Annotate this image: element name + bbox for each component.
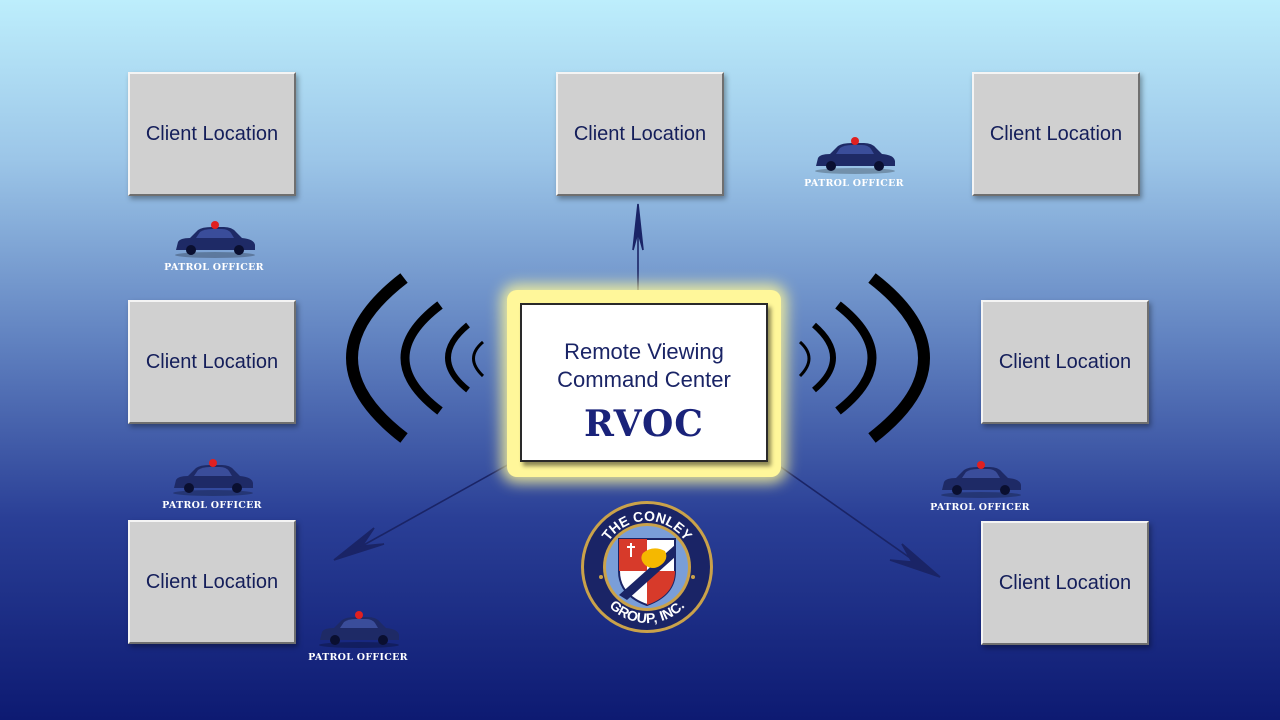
conley-group-seal: THE CONLEY GROUP, INC. (581, 501, 713, 633)
arrow-down-right (767, 457, 931, 573)
client-location-bottom-left: Client Location (128, 520, 296, 644)
client-location-label: Client Location (145, 350, 279, 373)
patrol-officer-upper-left: PATROL OFFICER (164, 220, 264, 276)
client-location-middle-left: Client Location (128, 300, 296, 424)
wave-right-tiny (798, 340, 811, 378)
patrol-officer-label: PATROL OFFICER (804, 178, 904, 189)
police-car-icon (175, 221, 255, 258)
police-car-icon (173, 459, 253, 496)
police-car-icon (941, 461, 1021, 498)
patrol-officer-bottom: PATROL OFFICER (308, 610, 408, 666)
police-car-icon (319, 611, 399, 648)
wave-right-outer (868, 273, 930, 443)
client-location-bottom-right: Client Location (981, 521, 1149, 645)
client-location-label: Client Location (998, 571, 1132, 594)
patrol-officer-label: PATROL OFFICER (164, 262, 264, 273)
patrol-officer-lower-right: PATROL OFFICER (930, 460, 1030, 516)
wave-left-tiny (472, 340, 485, 378)
client-location-middle-right: Client Location (981, 300, 1149, 424)
client-location-label: Client Location (145, 122, 279, 145)
wave-right-middle (835, 301, 877, 415)
wave-right-inner (811, 322, 836, 393)
police-car-icon (815, 137, 895, 174)
client-location-top-center: Client Location (556, 72, 724, 196)
client-location-top-left: Client Location (128, 72, 296, 196)
patrol-officer-label: PATROL OFFICER (930, 502, 1030, 513)
client-location-label: Client Location (998, 350, 1132, 373)
arrow-down-left (343, 457, 521, 557)
wave-left-middle (400, 301, 443, 415)
patrol-officer-top-right: PATROL OFFICER (804, 136, 904, 192)
command-center-abbr: RVOC (584, 403, 704, 445)
client-location-label: Client Location (989, 122, 1123, 145)
client-location-top-right: Client Location (972, 72, 1140, 196)
wave-left-outer (346, 273, 408, 443)
client-location-label: Client Location (145, 570, 279, 593)
arrow-up-head (632, 203, 644, 251)
client-location-label: Client Location (573, 122, 707, 145)
arrow-down-left-head (333, 527, 385, 561)
wave-left-inner (445, 322, 470, 393)
patrol-officer-label: PATROL OFFICER (162, 500, 262, 511)
patrol-officer-label: PATROL OFFICER (308, 652, 408, 663)
arrow-down-right-head (889, 543, 941, 578)
patrol-officer-lower-left: PATROL OFFICER (162, 458, 262, 514)
